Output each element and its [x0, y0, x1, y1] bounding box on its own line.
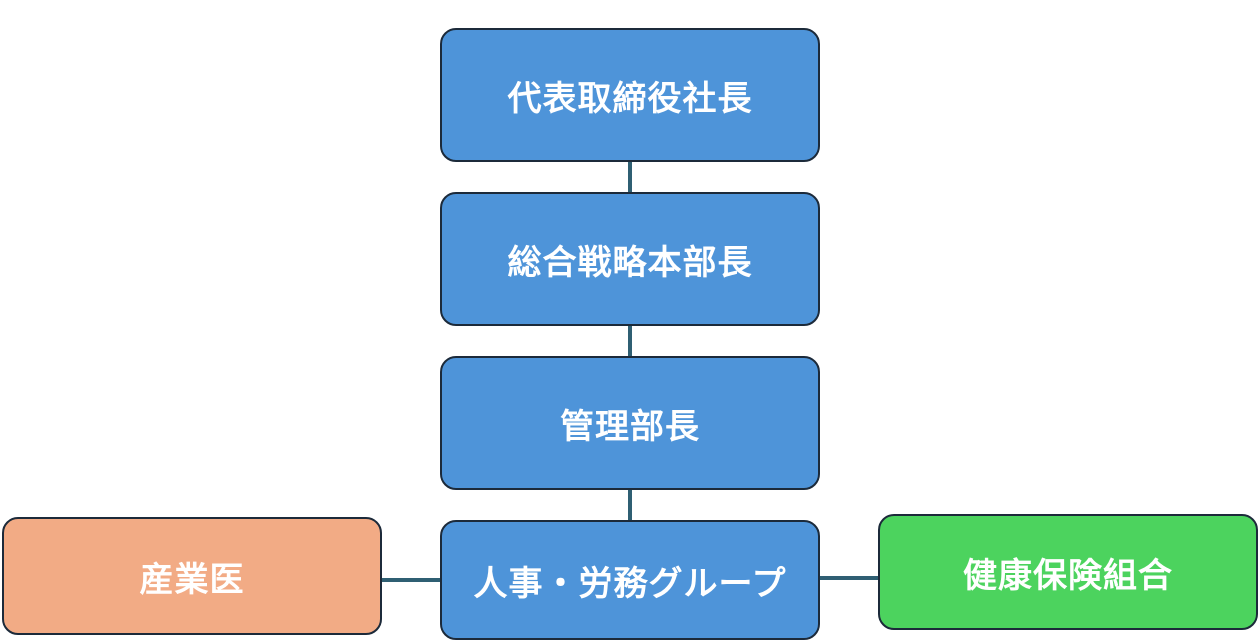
connector-admin-hr: [628, 488, 632, 522]
node-admin-head: 管理部長: [440, 356, 820, 490]
connector-strategy-admin: [628, 324, 632, 358]
node-admin-head-label: 管理部長: [560, 406, 700, 447]
node-occupational-physician-label: 産業医: [139, 559, 245, 600]
connector-hr-insurance: [818, 576, 880, 580]
node-ceo: 代表取締役社長: [440, 28, 820, 162]
node-health-insurance-label: 健康保険組合: [963, 555, 1173, 596]
node-health-insurance: 健康保険組合: [878, 514, 1258, 630]
node-strategy-head-label: 総合戦略本部長: [507, 242, 753, 283]
connector-physician-hr: [380, 578, 442, 582]
node-ceo-label: 代表取締役社長: [507, 78, 753, 119]
node-strategy-head: 総合戦略本部長: [440, 192, 820, 326]
node-occupational-physician: 産業医: [2, 517, 382, 635]
node-hr-group-label: 人事・労務グループ: [473, 563, 787, 604]
node-hr-group: 人事・労務グループ: [440, 520, 820, 640]
connector-ceo-strategy: [628, 160, 632, 194]
